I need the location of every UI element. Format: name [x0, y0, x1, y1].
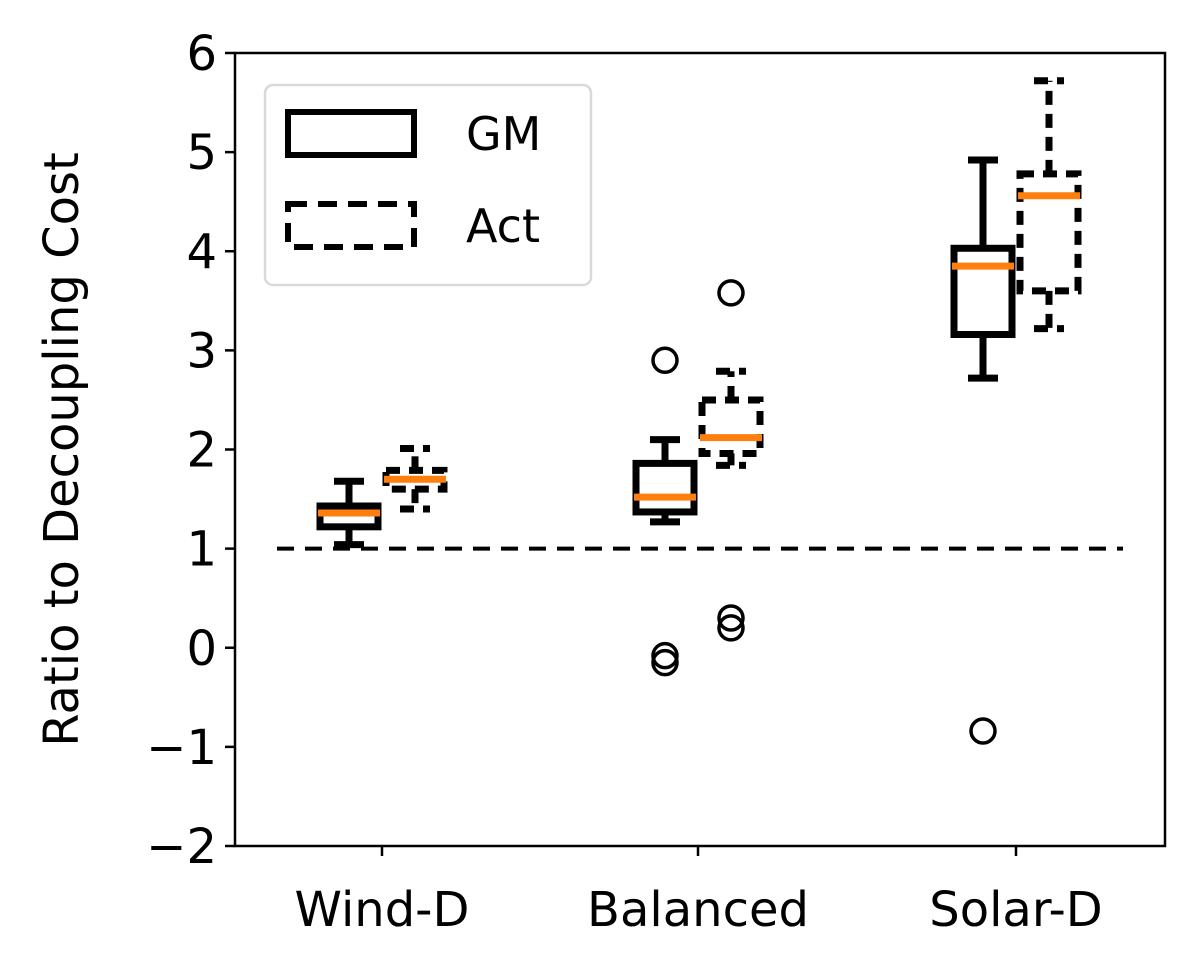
- box-gm-wind-d: [316, 477, 382, 549]
- legend-label-act: Act: [466, 199, 540, 253]
- box-act-wind-d: [382, 445, 448, 513]
- y-tick-label: 3: [186, 323, 217, 379]
- legend-swatch-gm: [285, 109, 417, 158]
- y-tick-label: 4: [186, 224, 217, 280]
- y-tick-label: 5: [186, 125, 217, 181]
- legend: GM Act: [263, 83, 593, 287]
- x-tick-label: Solar-D: [929, 882, 1103, 938]
- box-gm-solar-d: [950, 156, 1016, 745]
- outlier-point: [717, 614, 745, 642]
- y-tick-label: 0: [186, 621, 217, 677]
- x-tick-label: Balanced: [587, 882, 809, 938]
- legend-swatch-act: [285, 201, 417, 250]
- y-tick-label: −1: [146, 720, 217, 776]
- box-gm-balanced: [632, 346, 698, 677]
- legend-frame: [263, 83, 593, 287]
- outlier-point: [969, 717, 997, 745]
- x-tick-label: Wind-D: [295, 882, 470, 938]
- outlier-point: [717, 279, 745, 307]
- y-axis-label: Ratio to Decoupling Cost: [34, 152, 90, 747]
- outlier-point: [651, 346, 679, 375]
- y-tick-label: 6: [186, 26, 217, 82]
- outlier-point: [717, 604, 745, 632]
- box-iqr: [950, 244, 1016, 339]
- legend-label-gm: GM: [466, 107, 541, 161]
- box-act-balanced: [698, 279, 764, 642]
- y-tick-label: 1: [186, 522, 217, 578]
- outlier-point: [651, 641, 679, 670]
- box-iqr: [632, 459, 698, 516]
- outlier-point: [651, 648, 679, 677]
- box-iqr: [1016, 170, 1082, 295]
- box-act-solar-d: [1016, 77, 1082, 333]
- y-tick-label: −2: [146, 819, 217, 875]
- y-tick-label: 2: [186, 423, 217, 479]
- box-iqr: [698, 396, 764, 457]
